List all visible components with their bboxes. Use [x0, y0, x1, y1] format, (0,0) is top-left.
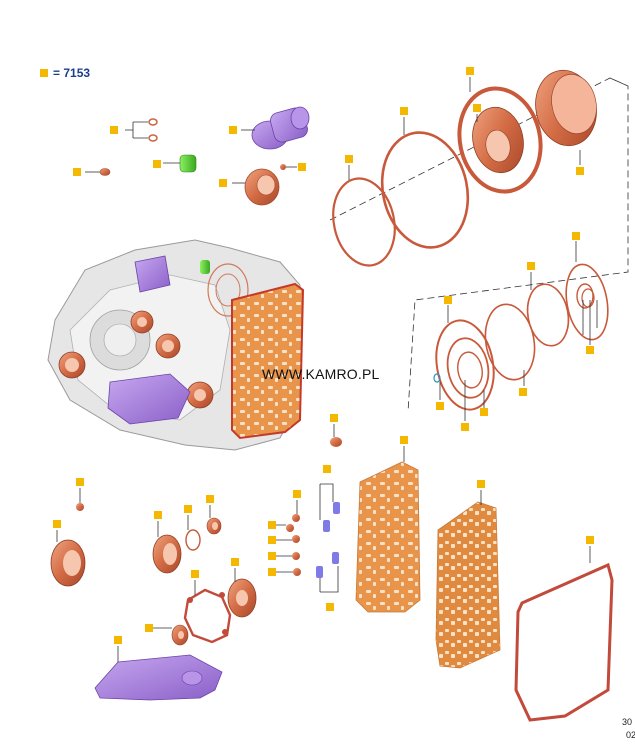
o-ring-stack	[433, 263, 609, 411]
small-o-ring-pair	[125, 118, 158, 142]
filter-seal	[171, 624, 189, 646]
large-cup-seal-left	[50, 539, 86, 587]
blue-valve-set	[316, 483, 340, 593]
watermark: WWW.KAMRO.PL	[262, 366, 380, 382]
legend: = 7153	[40, 66, 90, 80]
separator-plate-2	[435, 501, 501, 669]
purple-solenoid-housing	[241, 106, 310, 150]
legend-text: = 7153	[53, 66, 91, 80]
separator-plate-1	[355, 461, 421, 613]
oil-pan-gasket	[514, 562, 614, 722]
cup-seal-top	[232, 164, 297, 206]
transmission-housing	[47, 239, 305, 451]
tiny-seal-ring	[85, 168, 111, 176]
plug-set	[286, 514, 301, 576]
medium-seal-left	[152, 534, 182, 574]
purple-oil-filter	[94, 654, 223, 701]
clutch-drum-ring	[535, 69, 597, 147]
diagram-code-1: 30	[622, 717, 633, 727]
callout-markers	[53, 67, 594, 644]
dashed-group-outline	[329, 77, 629, 413]
thin-o-ring-pair	[185, 517, 222, 551]
small-cap-left	[76, 503, 84, 511]
diagram-code-2: 02	[626, 730, 635, 740]
pump-gasket	[183, 588, 232, 644]
pump-cover-plate	[227, 578, 257, 618]
seal-cap-center	[330, 437, 342, 447]
large-seal-ring-2	[380, 131, 470, 249]
piston-assembly	[457, 86, 543, 194]
large-seal-ring-1	[332, 177, 396, 267]
green-bushing	[163, 154, 197, 173]
legend-marker-icon	[40, 69, 48, 77]
leader-lines	[56, 77, 598, 662]
